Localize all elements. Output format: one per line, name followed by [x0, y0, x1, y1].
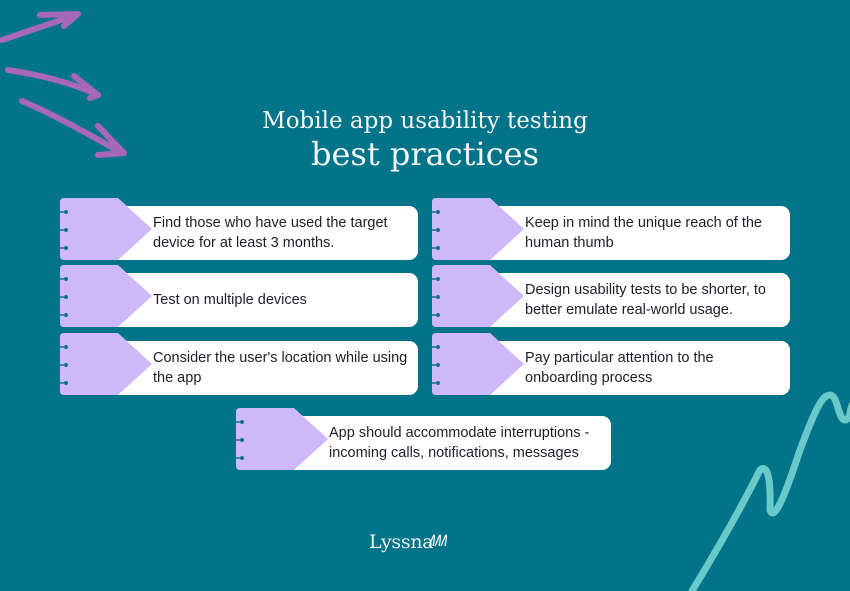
- card-box: [472, 206, 790, 260]
- decorative-squiggle-icon: [688, 391, 850, 591]
- notebook-tab-icon: [236, 408, 328, 470]
- practice-card: Consider the user's location while using…: [60, 333, 418, 395]
- card-box: [100, 341, 418, 395]
- page-title-line-2: best practices: [310, 135, 540, 173]
- notebook-tab-icon: [432, 198, 524, 260]
- card-text: Find those who have used the target devi…: [153, 215, 388, 251]
- page-title-line-1: Mobile app usability testing: [262, 108, 588, 134]
- practice-card: Find those who have used the target devi…: [60, 198, 418, 260]
- card-box: [472, 273, 790, 327]
- practice-card: Test on multiple devices: [60, 265, 418, 327]
- brand-logo-icon: [428, 534, 448, 547]
- card-text: Keep in mind the unique reach of the hum…: [525, 215, 762, 251]
- practice-card: App should accommodate interruptions - i…: [236, 408, 611, 470]
- practice-card: Pay particular attention to the onboardi…: [432, 333, 790, 395]
- card-box: [100, 273, 418, 327]
- card-text: App should accommodate interruptions - i…: [329, 425, 590, 461]
- practice-card: Design usability tests to be shorter, to…: [432, 265, 790, 327]
- notebook-tab-icon: [60, 265, 152, 327]
- card-text: Test on multiple devices: [153, 292, 307, 308]
- brand-logo-text: Lyssna: [369, 531, 434, 553]
- card-box: [276, 416, 611, 470]
- card-text: Consider the user's location while using…: [153, 350, 408, 386]
- card-text: Design usability tests to be shorter, to…: [525, 282, 766, 318]
- notebook-tab-icon: [432, 265, 524, 327]
- card-text: Pay particular attention to the onboardi…: [525, 350, 714, 386]
- card-box: [472, 341, 790, 395]
- practice-card: Keep in mind the unique reach of the hum…: [432, 198, 790, 260]
- notebook-tab-icon: [60, 198, 152, 260]
- notebook-tab-icon: [60, 333, 152, 395]
- notebook-tab-icon: [432, 333, 524, 395]
- card-box: [100, 206, 418, 260]
